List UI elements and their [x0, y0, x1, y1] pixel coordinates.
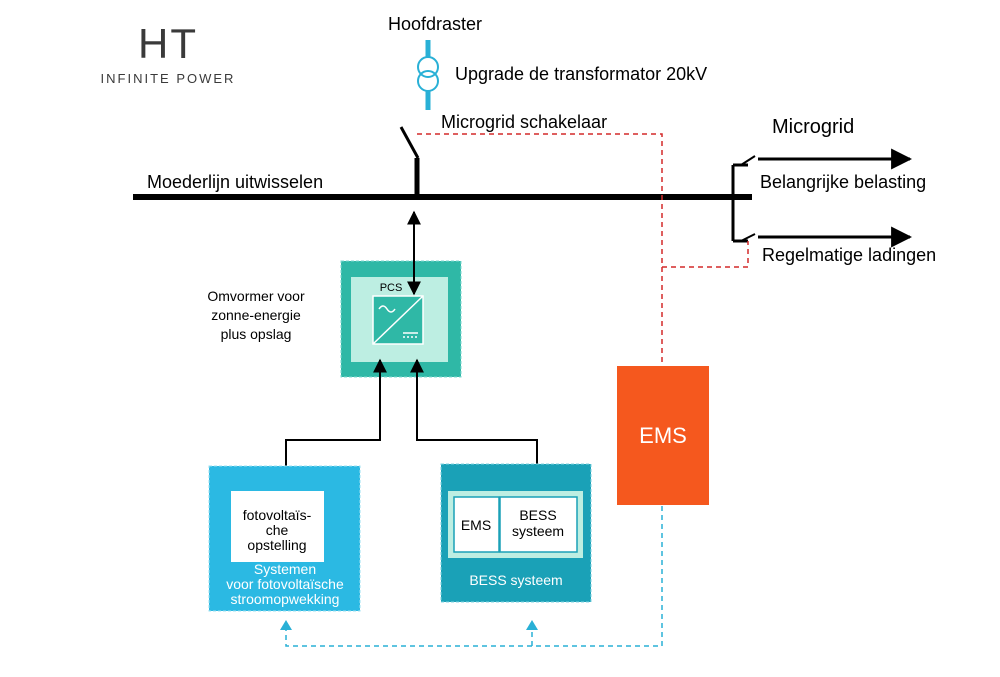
pv-array-label-line-3: opstelling [247, 537, 306, 553]
inverter-caption-line-3: plus opslag [221, 326, 292, 342]
main-grid-label: Hoofdraster [388, 14, 482, 34]
logo-tagline: INFINITE POWER [101, 71, 236, 86]
pv-caption-line-2: voor fotovoltaïsche [226, 576, 344, 592]
critical-load-label: Belangrijke belasting [760, 172, 926, 192]
pcs-label: PCS [380, 282, 403, 294]
bess-battery-label-line-1: BESS [519, 507, 556, 523]
pv-caption-line-1: Systemen [254, 561, 316, 577]
regular-load-label: Regelmatige ladingen [762, 245, 936, 265]
bess-ems-box [453, 496, 500, 553]
pv-caption-line-3: stroomopwekking [231, 591, 340, 607]
inverter-caption-line-2: zonne-energie [211, 307, 301, 323]
ems-box [617, 366, 709, 505]
bess-battery-label-line-2: systeem [512, 523, 564, 539]
pv-pcs-arrow [285, 358, 387, 490]
busbar-label: Moederlijn uitwisselen [147, 172, 323, 192]
regular-load-switch-icon [740, 233, 756, 242]
critical-load-switch-icon [740, 155, 756, 166]
logo-mark: HT [138, 20, 198, 67]
pv-control-arrow [280, 620, 292, 630]
inverter-caption-line-1: Omvormer voor [207, 288, 305, 304]
microgrid-label: Microgrid [772, 116, 854, 138]
bess-ems-label: EMS [461, 517, 491, 533]
bess-caption: BESS systeem [469, 572, 562, 588]
ems-label: EMS [639, 423, 687, 448]
bess-battery-box [499, 496, 578, 553]
pv-array-label-line-1: fotovoltaïs- [243, 507, 312, 523]
bess-control-arrow [526, 620, 538, 630]
pcs-converter-icon [372, 295, 424, 345]
transformer-label: Upgrade de transformator 20kV [455, 64, 707, 84]
ems-control-cyan-line [285, 506, 663, 647]
pv-array-box [231, 491, 324, 562]
switch-label: Microgrid schakelaar [441, 112, 607, 132]
brand-logo: HT INFINITE POWER [101, 20, 236, 86]
pv-array-label-line-2: che [266, 522, 289, 538]
ems-control-red-line [417, 133, 749, 365]
transformer-icon [417, 56, 439, 92]
microgrid-switch-icon [399, 126, 420, 159]
